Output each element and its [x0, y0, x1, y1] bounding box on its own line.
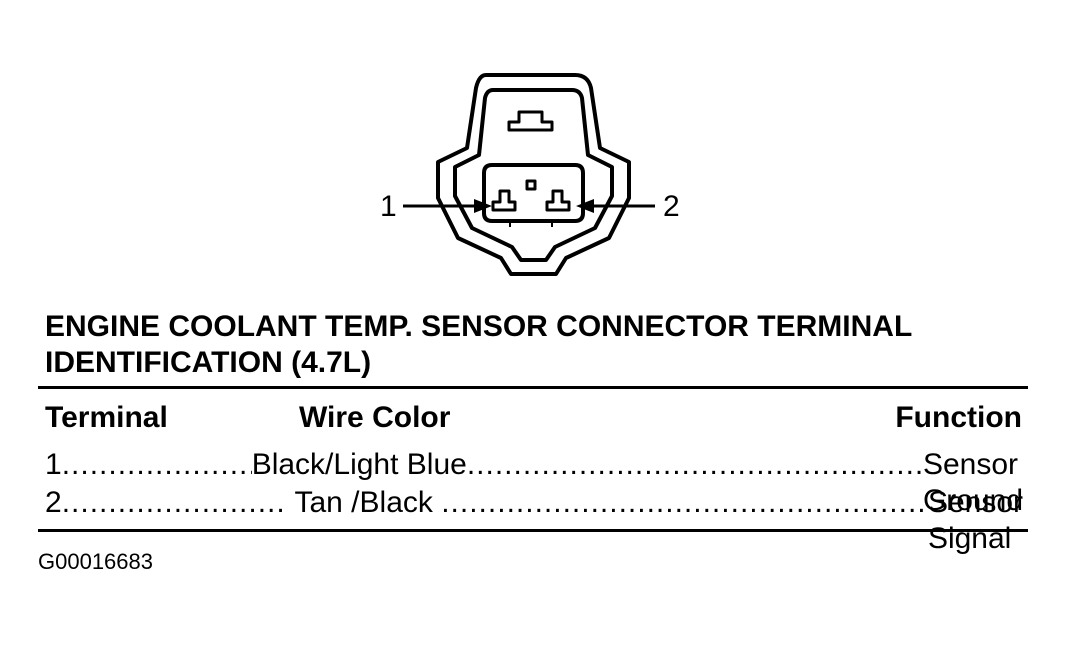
table-title-line-2: IDENTIFICATION (4.7L)	[45, 346, 372, 379]
row-wire-color: Black/Light Blue	[251, 448, 467, 481]
row-wire-color: Tan /Black	[286, 486, 442, 519]
callout-arrow-1-head	[474, 199, 492, 213]
table-bottom-rule	[38, 529, 1028, 532]
leader-dots	[62, 447, 252, 483]
row-terminal: 1	[45, 448, 62, 481]
header-wire-color: Wire Color	[299, 401, 451, 434]
leader-dots	[467, 447, 923, 483]
callout-arrow-2-head	[576, 199, 594, 213]
polarizing-key	[525, 179, 537, 191]
table-top-rule	[38, 386, 1028, 389]
callout-label-2: 2	[663, 190, 680, 223]
locking-tab	[507, 110, 554, 132]
terminal-cavity	[482, 163, 585, 223]
table-row: 2 Tan /Black Sensor Signal	[45, 485, 1023, 555]
header-terminal: Terminal	[45, 401, 168, 434]
table-title: ENGINE COOLANT TEMP. SENSOR CONNECTOR TE…	[45, 309, 1035, 381]
header-function: Function	[895, 401, 1022, 434]
terminal-1-pin	[491, 189, 517, 212]
connector-inner-housing	[453, 88, 614, 262]
connector-diagram	[403, 73, 655, 276]
figure-id: G00016683	[38, 549, 153, 574]
row-terminal: 2	[45, 486, 62, 519]
connector-outer-housing	[436, 73, 631, 276]
row-function: Sensor Signal	[927, 486, 1023, 555]
callout-label-1: 1	[380, 190, 397, 223]
terminal-2-pin	[545, 189, 571, 212]
table-row: 1 Black/Light Blue Sensor Ground	[45, 447, 1023, 517]
leader-dots	[441, 485, 928, 521]
row-function: Sensor Ground	[922, 448, 1024, 517]
leader-dots	[62, 485, 287, 521]
table-title-line-1: ENGINE COOLANT TEMP. SENSOR CONNECTOR TE…	[45, 310, 913, 343]
